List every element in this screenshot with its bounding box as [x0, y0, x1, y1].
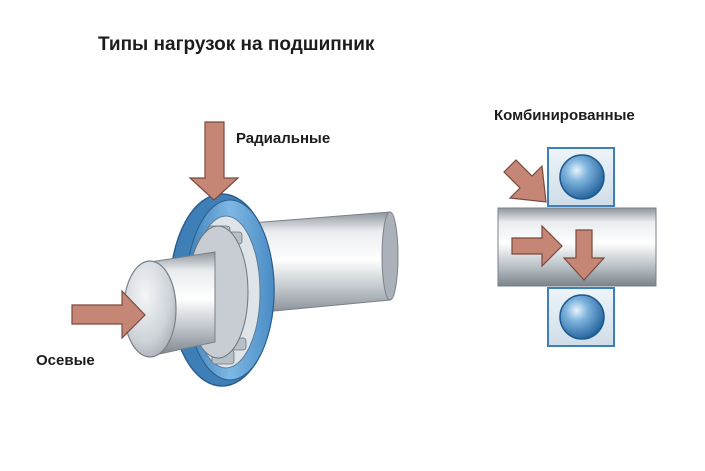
label-axial: Осевые	[36, 352, 95, 369]
shaft-assembly	[123, 193, 399, 387]
diagram-title: Типы нагрузок на подшипник	[98, 34, 375, 55]
combined-load-arrow	[503, 159, 547, 203]
combined-radial-arrow	[562, 229, 606, 281]
radial-load-arrow	[188, 121, 240, 201]
axial-load-arrow	[71, 289, 146, 340]
label-combined: Комбинированные	[494, 107, 635, 124]
combined-axial-arrow	[511, 224, 563, 268]
label-radial: Радиальные	[236, 130, 331, 147]
